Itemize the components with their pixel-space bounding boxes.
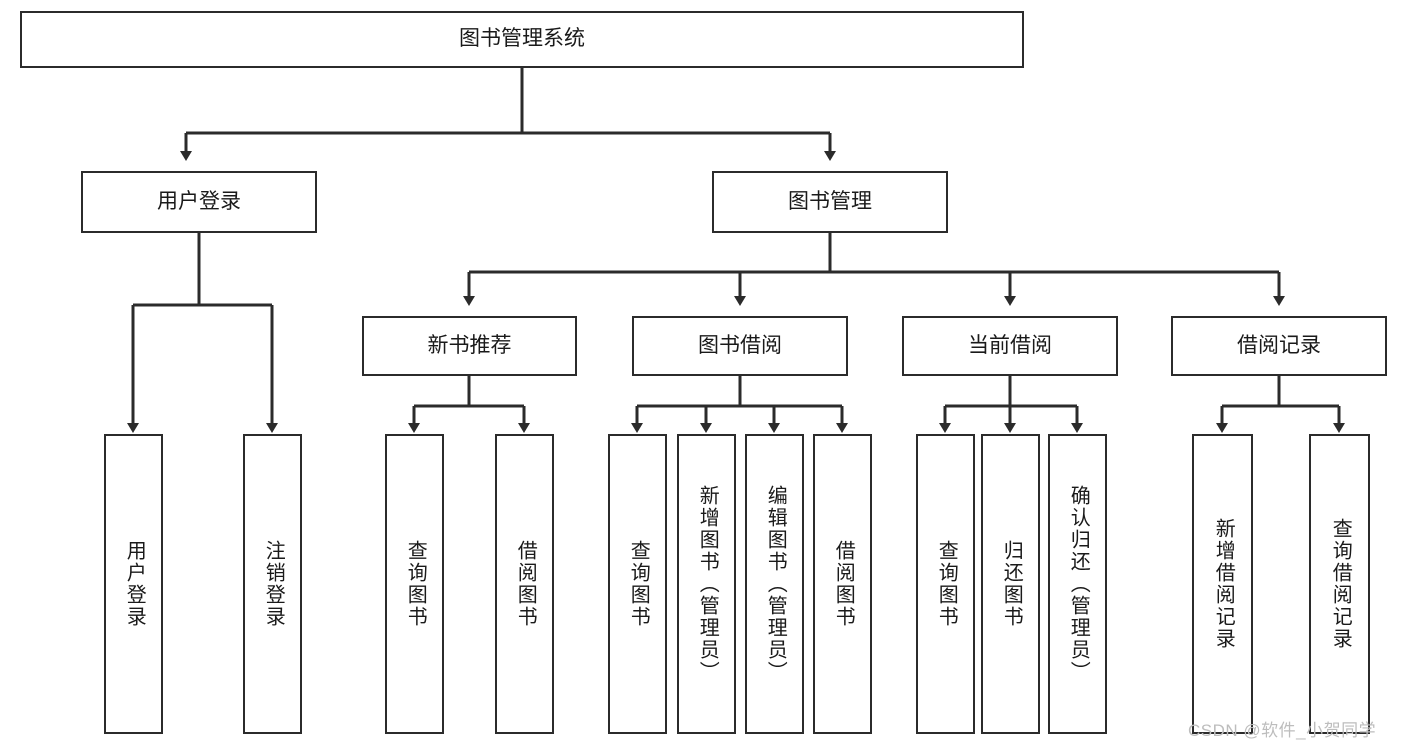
node-new-book-rec-label: 新书推荐 (427, 333, 512, 357)
leaf-add-book[interactable]: 新增图书（管理员） (677, 434, 736, 734)
leaf-user-login-label: 用户登录 (123, 540, 146, 628)
leaf-add-record-label: 新增借阅记录 (1212, 518, 1235, 650)
leaf-return-book-label: 归还图书 (1000, 540, 1023, 628)
leaf-borrow-book-2-label: 借阅图书 (832, 540, 855, 628)
leaf-user-logout-label: 注销登录 (262, 540, 285, 628)
node-borrow-record-label: 借阅记录 (1237, 333, 1321, 357)
leaf-return-book[interactable]: 归还图书 (981, 434, 1040, 734)
node-book-borrow-label: 图书借阅 (698, 333, 782, 357)
leaf-user-logout[interactable]: 注销登录 (243, 434, 302, 734)
node-current-borrow-label: 当前借阅 (968, 333, 1052, 357)
leaf-confirm-return-label: 确认归还（管理员） (1067, 485, 1090, 683)
leaf-add-book-label: 新增图书（管理员） (696, 485, 719, 683)
leaf-query-book-1-label: 查询图书 (404, 540, 427, 628)
node-current-borrow[interactable]: 当前借阅 (902, 316, 1118, 376)
leaf-add-record[interactable]: 新增借阅记录 (1192, 434, 1253, 734)
node-user-login-label: 用户登录 (157, 189, 241, 213)
node-book-manage-label: 图书管理 (788, 189, 872, 213)
leaf-borrow-book-1-label: 借阅图书 (514, 540, 537, 628)
node-user-login[interactable]: 用户登录 (81, 171, 317, 233)
leaf-edit-book-label: 编辑图书（管理员） (764, 485, 787, 683)
node-borrow-record[interactable]: 借阅记录 (1171, 316, 1387, 376)
node-book-manage[interactable]: 图书管理 (712, 171, 948, 233)
leaf-user-login[interactable]: 用户登录 (104, 434, 163, 734)
node-new-book-rec[interactable]: 新书推荐 (362, 316, 577, 376)
node-root[interactable]: 图书管理系统 (20, 11, 1024, 68)
leaf-query-book-2[interactable]: 查询图书 (608, 434, 667, 734)
leaf-query-record[interactable]: 查询借阅记录 (1309, 434, 1370, 734)
leaf-query-book-1[interactable]: 查询图书 (385, 434, 444, 734)
leaf-query-record-label: 查询借阅记录 (1329, 518, 1352, 650)
leaf-query-book-3-label: 查询图书 (935, 540, 958, 628)
leaf-borrow-book-2[interactable]: 借阅图书 (813, 434, 872, 734)
node-root-label: 图书管理系统 (459, 27, 585, 51)
leaf-query-book-2-label: 查询图书 (627, 540, 650, 628)
node-book-borrow[interactable]: 图书借阅 (632, 316, 848, 376)
leaf-borrow-book-1[interactable]: 借阅图书 (495, 434, 554, 734)
leaf-query-book-3[interactable]: 查询图书 (916, 434, 975, 734)
leaf-edit-book[interactable]: 编辑图书（管理员） (745, 434, 804, 734)
leaf-confirm-return[interactable]: 确认归还（管理员） (1048, 434, 1107, 734)
csdn-watermark: CSDN @软件_小贺同学 (1188, 721, 1377, 740)
